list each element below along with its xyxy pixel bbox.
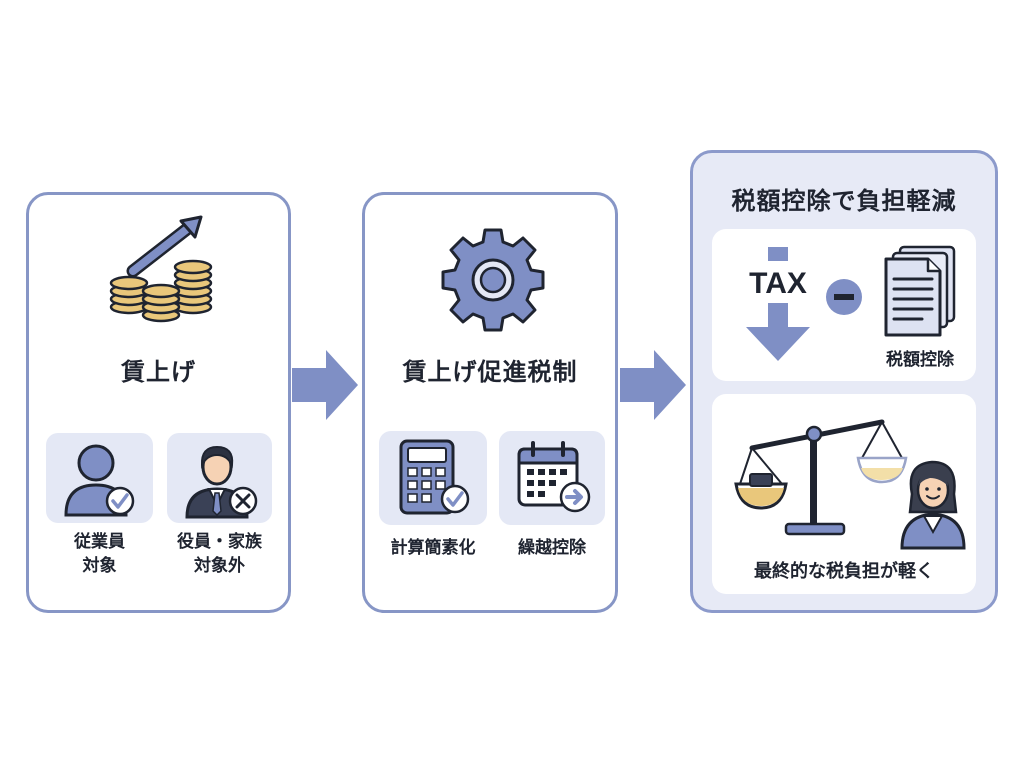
down-arrow-icon (746, 247, 810, 361)
item-card-calculation (379, 431, 487, 525)
item-label-calculation: 計算簡素化 (390, 538, 476, 558)
businesswoman-icon (900, 460, 966, 550)
rising-coins-icon (109, 215, 213, 323)
item-card-executives (167, 433, 272, 523)
item-label-carryforward: 繰越控除 (518, 538, 586, 558)
tax-label: TAX (749, 267, 807, 300)
tax-credit-caption: 税額控除 (886, 350, 954, 370)
burden-reduction-card: 最終的な税負担が軽く (712, 394, 976, 594)
calendar-arrow-icon (517, 441, 591, 513)
executive-cross-icon (185, 445, 258, 519)
step-panel-tax-credit: 税額控除で負担軽減 TAX 税額控除 (690, 150, 998, 613)
item-label-executives: 役員・家族 対象外 (177, 532, 262, 576)
tax-credit-card: TAX 税額控除 (712, 229, 976, 381)
item-card-carryforward (499, 431, 605, 525)
step-title: 賃上げ (121, 358, 196, 386)
item-label-employees: 従業員 対象 (74, 532, 125, 576)
flow-arrow-icon (292, 350, 358, 420)
gear-icon (441, 228, 545, 332)
employee-check-icon (64, 444, 135, 517)
step-panel-wage-tax-system: 賃上げ促進税制 (362, 192, 618, 613)
step-title: 賃上げ促進税制 (402, 358, 578, 386)
minus-icon (826, 279, 862, 315)
calculator-check-icon (399, 439, 470, 515)
documents-icon (884, 245, 956, 337)
flow-arrow-icon (620, 350, 686, 420)
item-card-employees (46, 433, 153, 523)
step-title: 税額控除で負担軽減 (731, 187, 957, 215)
balance-scale-icon (734, 419, 908, 536)
step-panel-wage-increase: 賃上げ 従業員 対象 役員・家族 対象外 (26, 192, 291, 613)
result-caption: 最終的な税負担が軽く (754, 561, 934, 582)
